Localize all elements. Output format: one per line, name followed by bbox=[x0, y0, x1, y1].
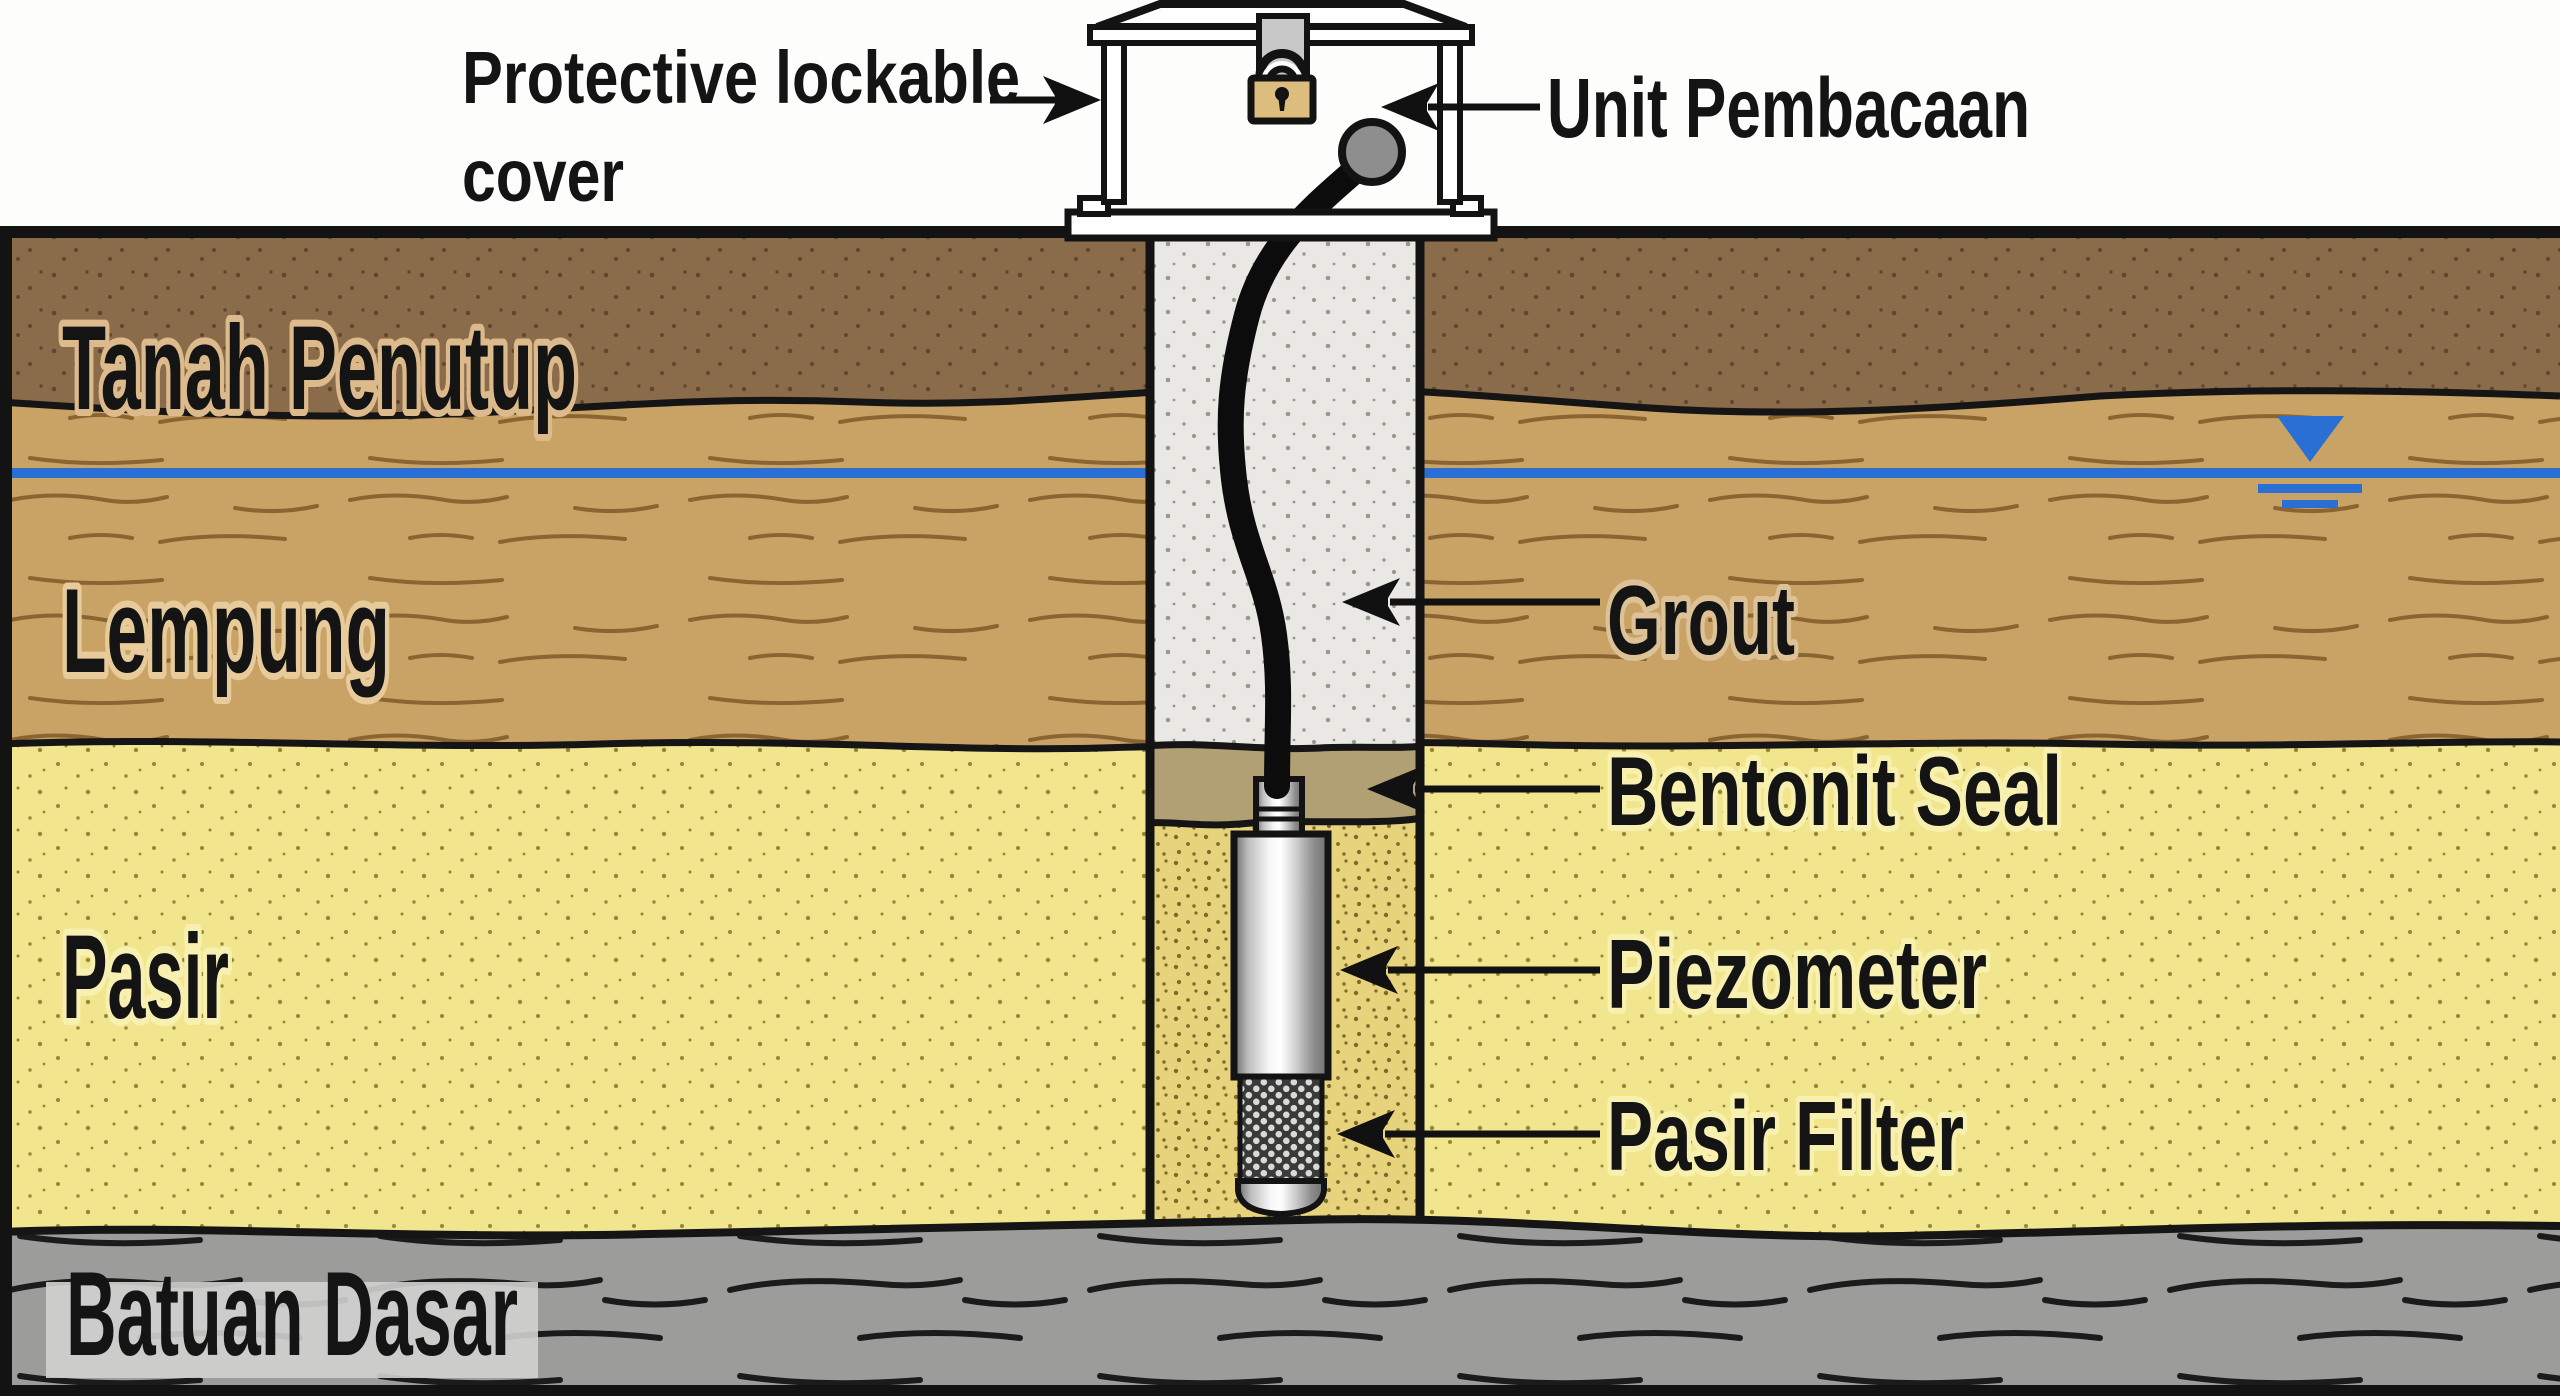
label-batuan-dasar: Batuan Dasar bbox=[66, 1247, 518, 1381]
label-grout: Grout bbox=[1607, 565, 1795, 675]
piezometer-tip bbox=[1235, 1178, 1327, 1218]
label-pasir-filter: Pasir Filter bbox=[1607, 1081, 1964, 1191]
label-unit-pembacaan: Unit Pembacaan bbox=[1547, 61, 2030, 155]
bedrock-label-backdrop bbox=[46, 1282, 538, 1378]
label-tanah-penutup: Tanah Penutup bbox=[62, 301, 577, 435]
left-border bbox=[0, 226, 12, 1396]
label-lempung: Lempung bbox=[62, 564, 390, 698]
label-piezometer: Piezometer bbox=[1607, 919, 1987, 1029]
sand-bedrock-boundary bbox=[0, 1215, 2560, 1241]
cover-right-post bbox=[1437, 39, 1463, 205]
piezometer-filter-mesh bbox=[1237, 1074, 1325, 1184]
label-protective-cover-line2: cover bbox=[462, 134, 624, 217]
protective-cover-box bbox=[1064, 0, 1498, 242]
padlock-icon bbox=[1247, 48, 1317, 125]
readout-cable-gland bbox=[1338, 118, 1406, 186]
piezometer-instrument bbox=[1230, 776, 1332, 1218]
concrete-pad bbox=[1064, 208, 1498, 242]
water-table-icon bbox=[2277, 416, 2344, 462]
label-bentonit-seal: Bentonit Seal bbox=[1607, 736, 2062, 846]
label-protective-cover-line1: Protective lockable bbox=[462, 36, 1020, 119]
leader-lines bbox=[990, 96, 1600, 1138]
bottom-border bbox=[0, 1385, 2560, 1396]
cover-left-post bbox=[1101, 39, 1127, 205]
label-pasir: Pasir bbox=[62, 910, 229, 1044]
piezometer-body bbox=[1230, 830, 1332, 1081]
layer-bedrock bbox=[0, 1215, 2560, 1396]
